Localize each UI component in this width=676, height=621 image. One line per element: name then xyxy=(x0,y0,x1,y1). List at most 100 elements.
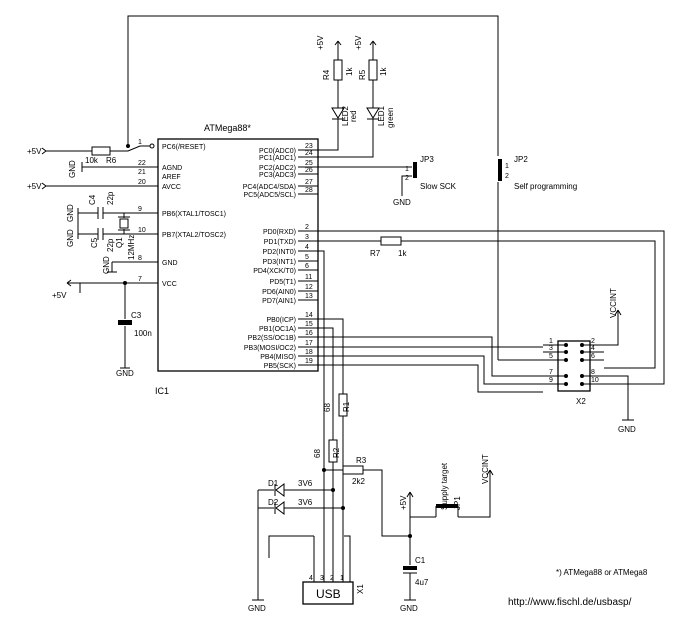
ic1-left-pins: 1PC6(/RESET)22AGND21AREF20AVCC9PB6(XTAL1… xyxy=(138,139,226,288)
jp1-body xyxy=(436,504,458,508)
c1-gnd-wire xyxy=(404,573,416,601)
x2-pin-number: 1 xyxy=(549,338,553,345)
ic1-pin-name: PC2(ADC2) xyxy=(259,165,296,172)
ic1-pin-number: 24 xyxy=(305,150,313,157)
x2-pin-number: 6 xyxy=(591,353,595,360)
ic1-pin-name: PD2(INT0) xyxy=(263,249,296,256)
ic1-pin-name: AVCC xyxy=(162,184,181,191)
gnd-label: GND xyxy=(248,604,266,613)
usb-pin-4: 4 xyxy=(309,575,313,582)
plus5v-label: +5V xyxy=(354,35,363,50)
ic1-pin-number: 23 xyxy=(305,143,313,150)
arrow-icon xyxy=(66,279,72,287)
ic1-pin-name: AREF xyxy=(162,174,181,181)
ic1-pin-number: 5 xyxy=(305,254,309,261)
arrow-icon xyxy=(41,182,47,190)
r2-ref: R2 xyxy=(332,447,341,458)
gnd-label: GND xyxy=(618,425,636,434)
jp1-legs xyxy=(435,506,459,517)
c3-lead-bottom xyxy=(120,326,130,369)
q1-body xyxy=(119,218,129,229)
junction xyxy=(331,488,335,492)
ic1-pin-number: 9 xyxy=(138,206,142,213)
ic1-pin-number: 26 xyxy=(305,167,313,174)
jp1-vccint-wire xyxy=(458,470,491,518)
r4-body xyxy=(333,59,343,81)
x2-ref: X2 xyxy=(576,397,586,406)
c4-ref: C4 xyxy=(88,194,97,205)
q1-plates xyxy=(118,216,130,231)
ic1-pin-name: PD1(TXD) xyxy=(264,239,296,246)
arrow-icon xyxy=(406,491,414,498)
x2-pin-number: 8 xyxy=(591,369,595,376)
jp3-ref: JP3 xyxy=(420,155,434,164)
x2-pin-number: 3 xyxy=(549,345,553,352)
ic1-pin-name: PB7(XTAL2/TOSC2) xyxy=(162,232,226,239)
pb0-wire xyxy=(318,318,344,394)
ic1-part-label: ATMega88* xyxy=(204,123,251,133)
jp3-body xyxy=(413,162,417,178)
r1-ref: R1 xyxy=(342,401,351,412)
x2-body xyxy=(557,340,591,392)
x2-pin-number: 7 xyxy=(549,369,553,376)
pb5-to-x2-wire xyxy=(318,364,543,393)
led1-to-pc1-wire xyxy=(318,119,374,158)
jp3-pin2: 2 xyxy=(405,175,409,182)
ic1-pin-name: PC6(/RESET) xyxy=(162,144,206,151)
pd0-to-x2-wire xyxy=(318,230,665,385)
ic1-body xyxy=(157,138,319,372)
r7-value: 1k xyxy=(398,249,407,258)
pin1-open-circle xyxy=(149,143,155,149)
r4-value: 1k xyxy=(345,67,354,76)
c5-ref: C5 xyxy=(90,237,99,248)
usb-vbus-wire xyxy=(344,535,351,582)
ic1-pin-name: PB3(MOSI/OC2) xyxy=(244,345,296,352)
ic1-pin-number: 11 xyxy=(305,274,312,281)
junction xyxy=(123,281,127,285)
r3-right-wire xyxy=(363,469,410,537)
x2-pin-dot xyxy=(580,374,584,378)
jp1-ref: JP1 xyxy=(453,496,462,510)
x2-pin-dot xyxy=(564,382,568,386)
pb1-wire xyxy=(318,327,334,440)
ic1-pin-number: 1 xyxy=(138,139,142,146)
vccint-x2-wire xyxy=(604,310,619,346)
ic1-pin-number: 6 xyxy=(305,263,309,270)
ic1-pin-number: 15 xyxy=(305,321,313,328)
d2-value: 3V6 xyxy=(298,498,313,507)
c4-value: 22p xyxy=(106,191,115,205)
c3-ref: C3 xyxy=(131,311,142,320)
ic1-pin-number: 22 xyxy=(138,160,146,167)
plus5v-label: +5V xyxy=(52,291,67,300)
x2-pin-number: 5 xyxy=(549,353,553,360)
ic1-pin-number: 17 xyxy=(305,340,313,347)
ic1-pin-number: 14 xyxy=(305,312,313,319)
project-url: http://www.fischl.de/usbasp/ xyxy=(508,597,632,608)
diodes-gnd-wire xyxy=(252,490,264,601)
ic1-pin-number: 3 xyxy=(305,234,309,241)
reset-loop-wire xyxy=(127,15,499,156)
ic1-pin-number: 21 xyxy=(138,169,146,176)
ic1-pin-name: PC1(ADC1) xyxy=(259,155,296,162)
r3-value: 2k2 xyxy=(352,477,365,486)
pd2-usb-wire xyxy=(318,250,325,582)
pb2-to-x2-wire xyxy=(318,336,543,377)
d1-value: 3V6 xyxy=(298,479,313,488)
ic1-pin-name: PB6(XTAL1/TOSC1) xyxy=(162,211,226,218)
ic1-pin-number: 12 xyxy=(305,284,313,291)
x2-pin-dot xyxy=(580,350,584,354)
q1-ref: Q1 xyxy=(115,237,124,248)
usb-label: USB xyxy=(316,587,341,601)
jp1-label: Supply target xyxy=(440,462,449,510)
jp2-ref: JP2 xyxy=(514,155,528,164)
r6-body xyxy=(91,146,111,156)
r6-ref: R6 xyxy=(106,156,117,165)
ic1-ref-label: IC1 xyxy=(155,386,169,396)
ic1-pin-name: PB4(MISO) xyxy=(260,354,296,361)
ic1-pin-number: 13 xyxy=(305,293,313,300)
x2-pin-number: 9 xyxy=(549,377,553,384)
arrow-icon xyxy=(41,147,47,155)
usb-gnd-wire xyxy=(268,535,314,558)
